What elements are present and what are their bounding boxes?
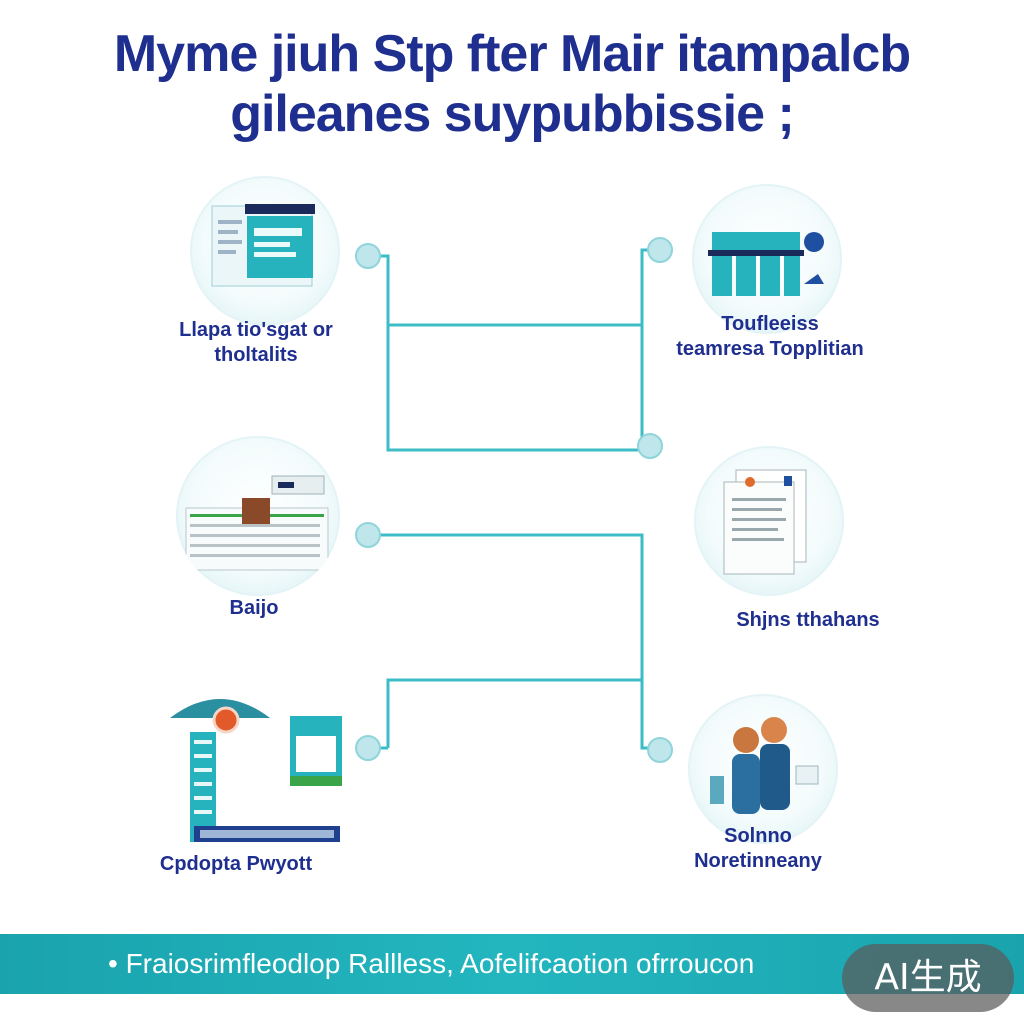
- node-mid-right: [694, 446, 844, 596]
- ai-generated-badge: AI生成: [842, 944, 1014, 1012]
- building-chart-icon: [708, 232, 824, 296]
- node-label-mid-left: Baijo: [229, 597, 279, 619]
- connector-dot: [355, 735, 381, 761]
- node-label-bottom-right: Solnno Noretinneany: [694, 825, 822, 872]
- documents-icon: [723, 469, 807, 575]
- connector-mid-left: [368, 533, 644, 748]
- node-bottom-right: [688, 694, 838, 844]
- title-line-2: gileanes suypubbissie ;: [230, 85, 795, 143]
- node-label-top-left: Llapa tio'sgat or tholtalits: [179, 319, 333, 366]
- browser-window-icon: [211, 204, 315, 287]
- node-top-left: [190, 176, 340, 326]
- title-line-1: Myme jiuh Stp fter Mair itampalcb: [113, 25, 911, 83]
- connector-dot: [355, 243, 381, 269]
- node-label-bottom-left: Cpdopta Pwyott: [159, 853, 313, 875]
- node-bottom-left: [160, 680, 356, 848]
- node-label-mid-right: Shjns tthahans: [736, 609, 880, 631]
- connector-top-left: [368, 254, 650, 452]
- server-rack-icon: [170, 699, 342, 842]
- document-list-icon: [185, 475, 329, 571]
- node-top-right: [692, 184, 842, 334]
- node-label-top-right: Toufleeiss teamresa Topplitian: [676, 313, 864, 360]
- connector-dot: [647, 737, 673, 763]
- connector-dot: [355, 522, 381, 548]
- people-icon: [710, 717, 819, 814]
- connector-dot: [637, 433, 663, 459]
- connector-dot: [647, 237, 673, 263]
- node-mid-left: [176, 436, 340, 596]
